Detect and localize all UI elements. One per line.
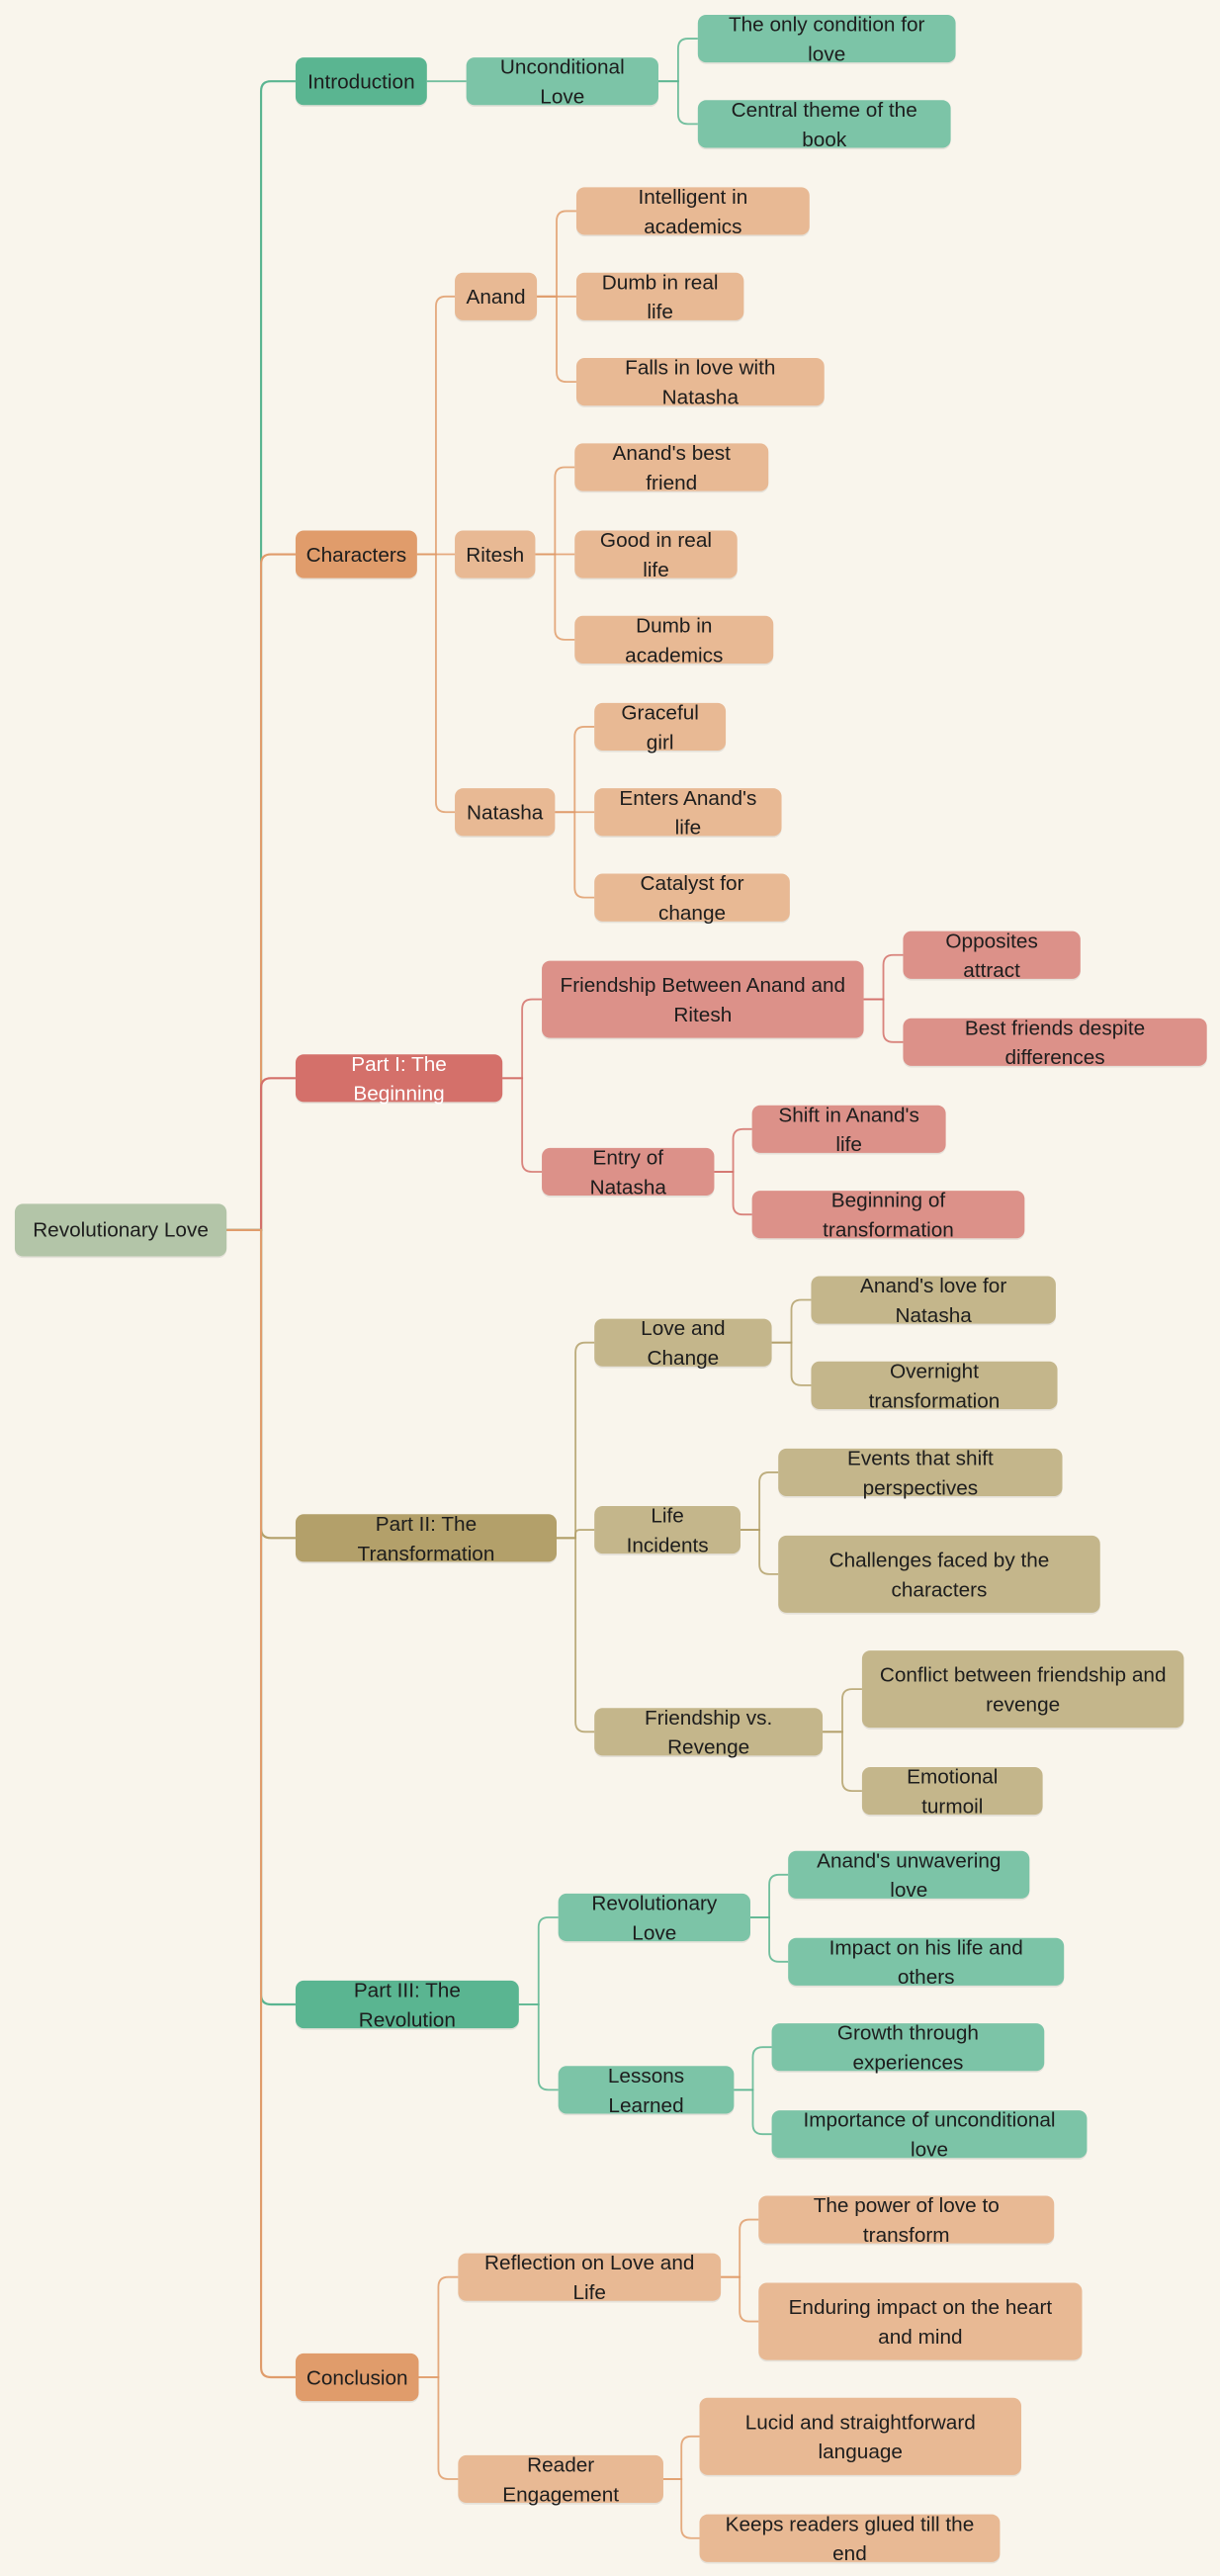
node-ritesh[interactable]: Ritesh xyxy=(455,530,536,578)
node-part-ii-the-transformation[interactable]: Part II: The Transformation xyxy=(295,1512,558,1564)
node-friendship-vs-revenge[interactable]: Friendship vs. Revenge xyxy=(594,1706,824,1758)
connector-line xyxy=(557,1341,595,1540)
root-node-revolutionary-love[interactable]: Revolutionary Love xyxy=(14,1203,227,1257)
node-life-incidents[interactable]: Life Incidents xyxy=(594,1503,741,1556)
node-enduring-impact-on-the-heart-and-mind[interactable]: Enduring impact on the heart and mind xyxy=(758,2282,1083,2360)
connector-line xyxy=(662,2435,700,2480)
node-conflict-between-friendship-and-revenge[interactable]: Conflict between friendship and revenge xyxy=(861,1650,1184,1729)
node-events-that-shift-perspectives[interactable]: Events that shift perspectives xyxy=(778,1446,1063,1498)
node-reflection-on-love-and-life[interactable]: Reflection on Love and Life xyxy=(458,2251,722,2303)
connector-line xyxy=(771,1341,812,1386)
connector-line xyxy=(418,2376,459,2480)
node-keeps-readers-glued-till-the-end[interactable]: Keeps readers glued till the end xyxy=(699,2512,1001,2564)
connector-line xyxy=(226,80,296,1232)
connector-line xyxy=(555,725,595,814)
node-the-power-of-love-to-transform[interactable]: The power of love to transform xyxy=(758,2193,1055,2246)
connector-line xyxy=(863,998,904,1043)
node-central-theme-of-the-book[interactable]: Central theme of the book xyxy=(697,98,951,150)
node-dumb-in-real-life[interactable]: Dumb in real life xyxy=(575,270,744,322)
connector-line xyxy=(226,1228,296,2379)
node-lessons-learned[interactable]: Lessons Learned xyxy=(558,2064,735,2116)
connector-line xyxy=(535,466,575,556)
connector-line xyxy=(226,553,296,1232)
node-best-friends-despite-differences[interactable]: Best friends despite differences xyxy=(903,1016,1207,1068)
connector-line xyxy=(741,1529,779,1575)
node-introduction[interactable]: Introduction xyxy=(295,57,427,106)
node-opposites-attract[interactable]: Opposites attract xyxy=(903,929,1081,981)
connector-line xyxy=(721,2275,759,2323)
node-catalyst-for-change[interactable]: Catalyst for change xyxy=(594,871,790,924)
connector-line xyxy=(537,295,576,384)
connector-line xyxy=(557,1529,595,1540)
node-challenges-faced-by-the-characters[interactable]: Challenges faced by the characters xyxy=(778,1535,1100,1613)
connector-line xyxy=(502,998,543,1080)
connector-line xyxy=(734,2088,772,2136)
node-anand-s-unwavering-love[interactable]: Anand's unwavering love xyxy=(788,1848,1030,1901)
connector-line xyxy=(518,1916,559,2005)
connector-line xyxy=(662,2478,700,2539)
connector-line xyxy=(535,553,575,641)
node-overnight-transformation[interactable]: Overnight transformation xyxy=(811,1359,1058,1411)
connector-line xyxy=(557,1537,595,1733)
connector-line xyxy=(749,1916,789,1963)
node-entry-of-natasha[interactable]: Entry of Natasha xyxy=(542,1145,715,1199)
node-part-iii-the-revolution[interactable]: Part III: The Revolution xyxy=(295,1978,519,2031)
node-good-in-real-life[interactable]: Good in real life xyxy=(574,528,738,580)
node-beginning-of-transformation[interactable]: Beginning of transformation xyxy=(751,1189,1025,1241)
connector-line xyxy=(741,1470,779,1531)
connector-line xyxy=(226,1077,296,1232)
node-impact-on-his-life-and-others[interactable]: Impact on his life and others xyxy=(788,1935,1065,1988)
node-lucid-and-straightforward-language[interactable]: Lucid and straightforward language xyxy=(699,2397,1022,2475)
node-graceful-girl[interactable]: Graceful girl xyxy=(594,700,727,753)
connector-line xyxy=(771,1298,812,1344)
node-friendship-between-anand-and-ritesh[interactable]: Friendship Between Anand and Ritesh xyxy=(542,960,864,1038)
connector-line xyxy=(657,80,698,126)
connector-line xyxy=(416,295,456,556)
connector-line xyxy=(823,1731,862,1793)
connector-line xyxy=(734,2046,772,2091)
connector-line xyxy=(657,38,698,83)
node-growth-through-experiences[interactable]: Growth through experiences xyxy=(771,2021,1045,2074)
connector-line xyxy=(416,553,456,814)
node-falls-in-love-with-natasha[interactable]: Falls in love with Natasha xyxy=(575,356,825,408)
node-enters-anand-s-life[interactable]: Enters Anand's life xyxy=(594,786,782,839)
node-unconditional-love[interactable]: Unconditional Love xyxy=(466,55,658,108)
connector-line xyxy=(418,2275,459,2378)
connector-line xyxy=(714,1127,752,1173)
node-reader-engagement[interactable]: Reader Engagement xyxy=(458,2452,663,2506)
node-anand-s-love-for-natasha[interactable]: Anand's love for Natasha xyxy=(811,1274,1056,1326)
connector-line xyxy=(714,1171,752,1216)
connector-line xyxy=(502,1077,543,1173)
node-intelligent-in-academics[interactable]: Intelligent in academics xyxy=(575,185,810,237)
node-love-and-change[interactable]: Love and Change xyxy=(594,1316,772,1369)
node-characters[interactable]: Characters xyxy=(295,530,417,578)
node-natasha[interactable]: Natasha xyxy=(455,788,556,837)
node-conclusion[interactable]: Conclusion xyxy=(295,2353,419,2402)
connector-line xyxy=(518,2003,559,2091)
node-anand-s-best-friend[interactable]: Anand's best friend xyxy=(574,441,769,493)
connector-line xyxy=(537,210,576,298)
connector-line xyxy=(863,953,904,1001)
node-dumb-in-academics[interactable]: Dumb in academics xyxy=(574,613,774,666)
node-emotional-turmoil[interactable]: Emotional turmoil xyxy=(861,1765,1043,1818)
connector-line xyxy=(721,2218,759,2278)
node-shift-in-anand-s-life[interactable]: Shift in Anand's life xyxy=(751,1103,946,1155)
node-anand[interactable]: Anand xyxy=(455,272,538,320)
node-part-i-the-beginning[interactable]: Part I: The Beginning xyxy=(295,1052,503,1105)
node-the-only-condition-for-love[interactable]: The only condition for love xyxy=(697,12,956,65)
connector-line xyxy=(555,811,595,899)
node-revolutionary-love[interactable]: Revolutionary Love xyxy=(558,1891,750,1944)
connector-line xyxy=(749,1873,789,1918)
connector-line xyxy=(823,1688,862,1733)
node-importance-of-unconditional-love[interactable]: Importance of unconditional love xyxy=(771,2108,1088,2161)
